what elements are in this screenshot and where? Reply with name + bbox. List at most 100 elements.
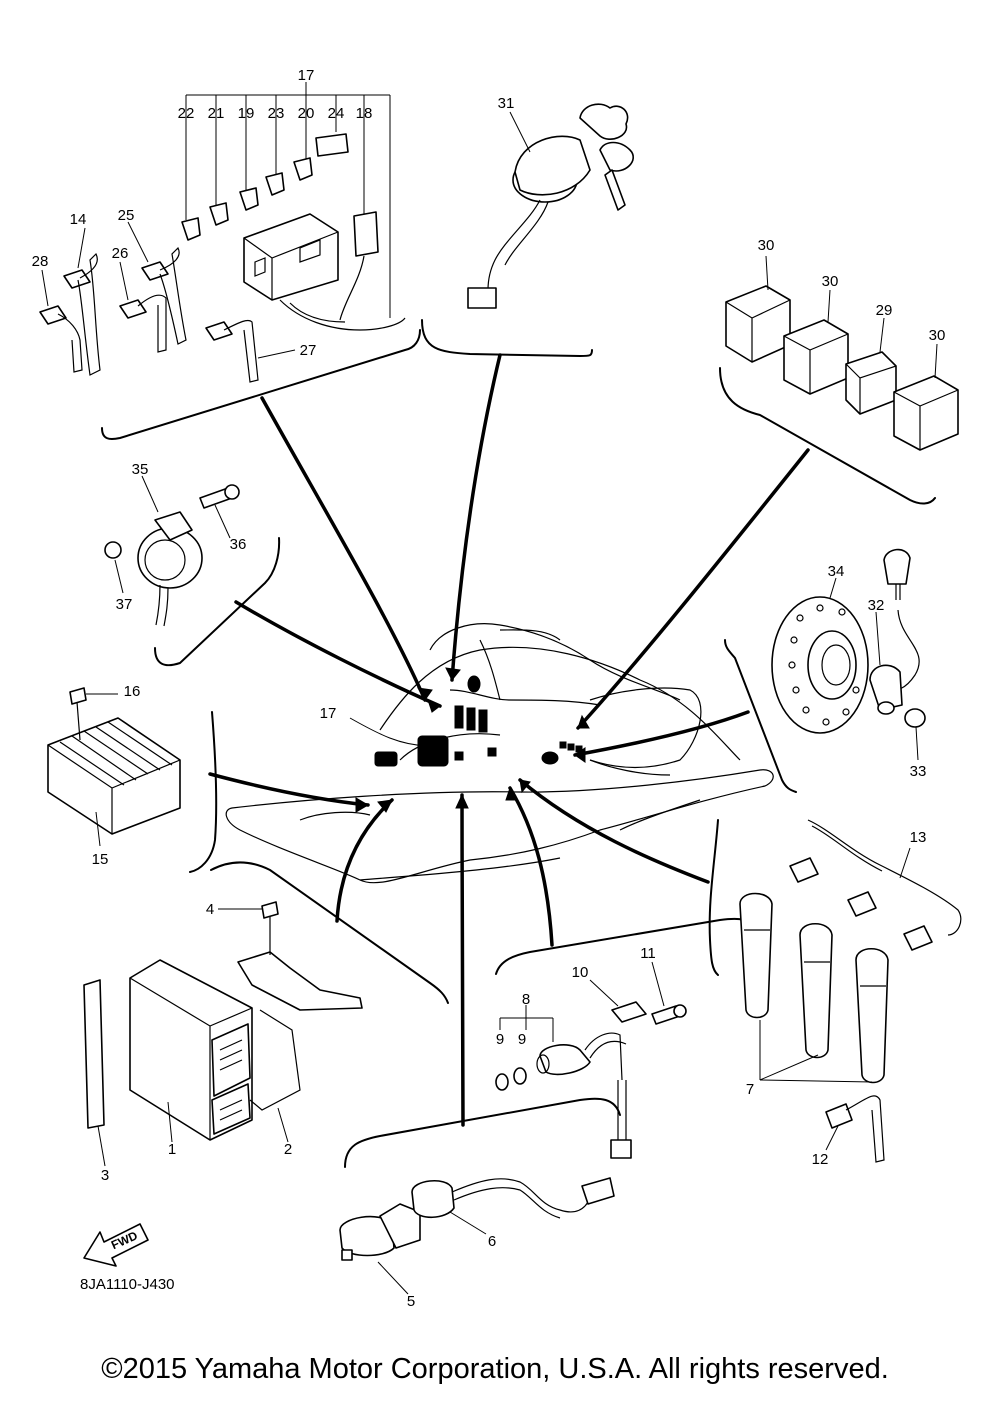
pickup-coil-group: [771, 548, 926, 761]
central-ecu-block: [417, 735, 449, 767]
crank-sensor-connector: [883, 548, 911, 585]
fuse-box-group: [39, 82, 406, 383]
main-switch-group: [467, 103, 634, 309]
clamp-25: [141, 261, 169, 281]
callout-31: 31: [498, 95, 515, 112]
callout-20: 20: [298, 105, 315, 122]
callout-11: 11: [640, 945, 656, 962]
ignition-coil-b: [799, 922, 833, 1059]
callout-3: 3: [101, 1167, 109, 1184]
central-key-connector: [467, 675, 481, 693]
diagram-code: 8JA1110-J430: [80, 1276, 175, 1293]
callout-16: 16: [124, 683, 141, 700]
rectifier-bolt: [69, 687, 87, 705]
callout-10: 10: [572, 964, 589, 981]
callout-29: 29: [876, 302, 893, 319]
callout-25: 25: [118, 207, 135, 224]
coil-connector-c: [903, 925, 933, 951]
callout-19: 19: [238, 105, 255, 122]
ecu-connector-b: [211, 1083, 251, 1135]
clamp-14: [63, 269, 91, 289]
ignition-coil-a: [739, 892, 773, 1019]
callout-28: 28: [32, 253, 49, 270]
callout-36: 36: [230, 536, 247, 553]
callout-5: 5: [407, 1293, 415, 1310]
fuse-holder-18: [353, 211, 379, 257]
ecu-group: [83, 901, 363, 1167]
callout-30a: 30: [758, 237, 775, 254]
callout-9a: 9: [496, 1031, 504, 1048]
pressure-switch-group: [339, 1177, 615, 1295]
central-rectifier: [374, 751, 398, 767]
callout-35: 35: [132, 461, 149, 478]
switch-lead-plug: [581, 1177, 615, 1205]
relay-30-b: [783, 319, 849, 395]
callout-12: 12: [812, 1151, 829, 1168]
ecu-connector-a: [211, 1023, 251, 1097]
relay-30-c: [893, 375, 959, 451]
callout-14: 14: [70, 211, 87, 228]
main-switch-connector: [467, 287, 497, 309]
speed-sensor: [539, 1044, 591, 1076]
switch-lead-connector: [411, 1180, 455, 1219]
callout-13: 13: [910, 829, 927, 846]
o-ring-b: [513, 1067, 527, 1085]
callout-37: 37: [116, 596, 133, 613]
central-relay-b: [466, 707, 476, 731]
o-ring-a: [495, 1073, 509, 1091]
callout-33: 33: [910, 763, 927, 780]
connector-lines: [208, 353, 810, 1127]
group-brackets: [101, 319, 936, 1168]
relay-29: [845, 351, 897, 415]
callout-34: 34: [828, 563, 845, 580]
ecu-bolt: [261, 901, 279, 919]
speed-sensor-group: [495, 961, 687, 1159]
callout-2: 2: [284, 1141, 292, 1158]
fwd-arrow: FWD: [83, 1223, 149, 1267]
callout-7: 7: [746, 1081, 754, 1098]
callout-4: 4: [206, 901, 214, 918]
ecu-bracket: [237, 951, 363, 1011]
callout-30b: 30: [822, 273, 839, 290]
clamp-27: [205, 321, 233, 341]
horn-group: [104, 475, 240, 627]
callout-17-mid: 17: [320, 705, 337, 722]
relay-group: [725, 255, 959, 451]
copyright-notice: ©2015 Yamaha Motor Corporation, U.S.A. A…: [101, 1353, 889, 1385]
callout-18: 18: [356, 105, 373, 122]
fuse-19: [239, 187, 259, 211]
central-relay-c: [478, 709, 488, 733]
fuse-21: [209, 202, 229, 226]
vehicle-outline: [225, 623, 774, 884]
relay-30-a: [725, 285, 791, 363]
ignition-coil-c: [855, 947, 889, 1084]
callout-24: 24: [328, 105, 345, 122]
callout-22: 22: [178, 105, 195, 122]
fuse-23: [265, 172, 285, 196]
callout-26: 26: [112, 245, 129, 262]
callout-1: 1: [168, 1141, 176, 1158]
callout-17-top: 17: [298, 67, 315, 84]
speed-sensor-clamp: [611, 1001, 647, 1023]
callout-labels: 1 2 3 4 5 6 7 8 9 9 10 11 12 13 14 15 16…: [32, 67, 946, 1310]
callout-9b: 9: [518, 1031, 526, 1048]
coil-connector-b: [847, 891, 877, 917]
clamp-28: [39, 305, 67, 325]
rectifier-regulator: [47, 717, 181, 835]
fuse-22: [181, 217, 201, 241]
fuse-24: [315, 133, 349, 157]
callout-15: 15: [92, 851, 109, 868]
ecu-band: [83, 979, 105, 1129]
callout-27: 27: [300, 342, 317, 359]
speed-sensor-connector: [610, 1139, 632, 1159]
key-tag: [579, 103, 629, 140]
ignition-key: [599, 141, 634, 172]
fuse-box: [243, 213, 339, 301]
coil-clamp: [825, 1103, 853, 1129]
sensor-bolt: [904, 708, 926, 728]
coil-connector-a: [789, 857, 819, 883]
rectifier-group: [47, 687, 181, 847]
callout-32: 32: [868, 597, 885, 614]
callout-6: 6: [488, 1233, 496, 1250]
